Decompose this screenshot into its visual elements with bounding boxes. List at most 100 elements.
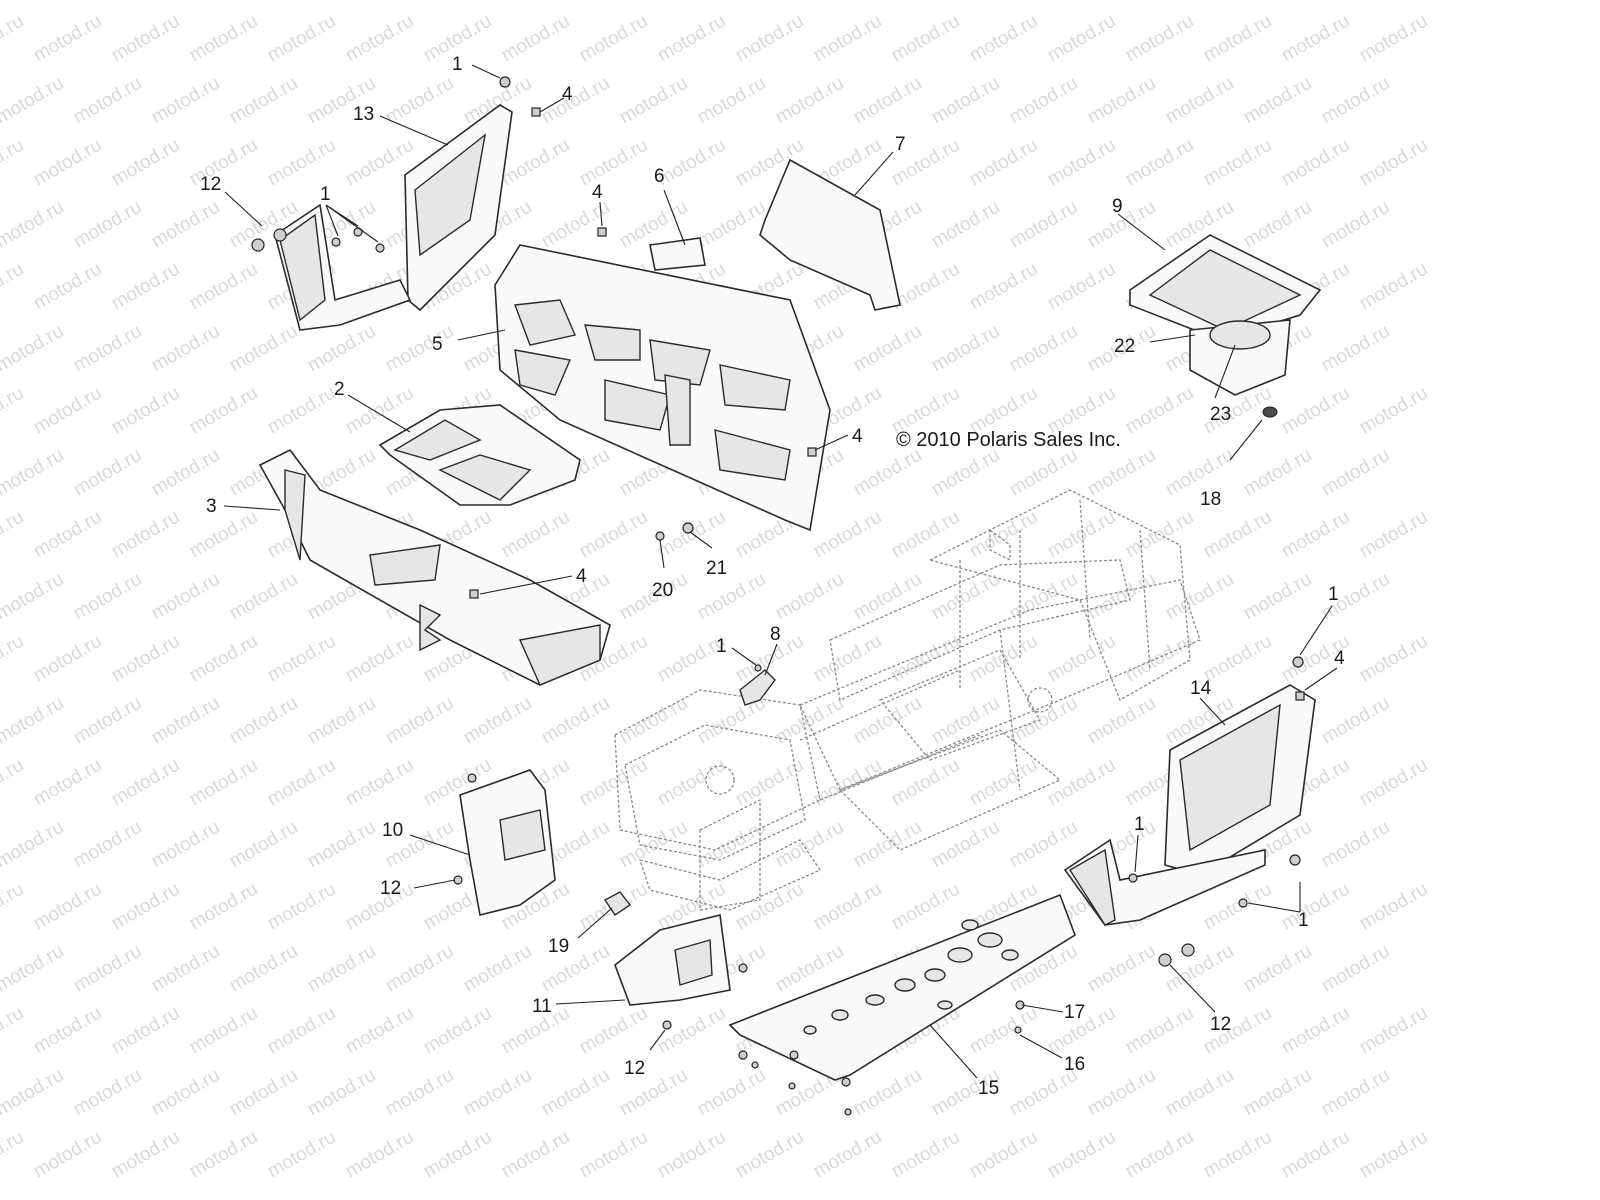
watermark-text: motod.ru: [0, 383, 27, 439]
watermark-text: motod.ru: [1318, 693, 1393, 749]
watermark-text: motod.ru: [888, 879, 963, 935]
watermark-text: motod.ru: [264, 755, 339, 811]
watermark-text: motod.ru: [264, 11, 339, 67]
part-11-lower-bracket: [614, 914, 731, 1006]
callout-19: 19: [548, 936, 569, 957]
watermark-text: motod.ru: [420, 1127, 495, 1183]
watermark-text: motod.ru: [616, 817, 691, 873]
callout-20: 20: [652, 580, 673, 601]
watermark-text: motod.ru: [0, 817, 67, 873]
watermark-text: motod.ru: [0, 631, 27, 687]
callout-1: 1: [1328, 584, 1339, 605]
part-3-main-floor: [258, 448, 611, 686]
watermark-text: motod.ru: [226, 569, 301, 625]
watermark-text: motod.ru: [1356, 507, 1431, 563]
watermark-text: motod.ru: [264, 135, 339, 191]
watermark-text: motod.ru: [0, 569, 67, 625]
watermark-text: motod.ru: [966, 259, 1041, 315]
watermark-text: motod.ru: [108, 1127, 183, 1183]
watermark-text: motod.ru: [226, 1065, 301, 1121]
part-10-lower-bracket: [459, 769, 556, 916]
part-15-skid-plate: [728, 893, 1076, 1081]
watermark-text: motod.ru: [70, 569, 145, 625]
watermark-text: motod.ru: [30, 879, 105, 935]
watermark-text: motod.ru: [70, 73, 145, 129]
callout-4: 4: [576, 566, 587, 587]
watermark-text: motod.ru: [0, 941, 67, 997]
watermark-text: motod.ru: [0, 1003, 27, 1059]
watermark-text: motod.ru: [226, 0, 301, 4]
watermark-text: motod.ru: [226, 817, 301, 873]
watermark-text: motod.ru: [0, 135, 27, 191]
watermark-text: motod.ru: [1044, 755, 1119, 811]
watermark-text: motod.ru: [1356, 879, 1431, 935]
watermark-text: motod.ru: [928, 693, 1003, 749]
watermark-text: motod.ru: [1356, 11, 1431, 67]
watermark-text: motod.ru: [264, 1003, 339, 1059]
callout-1: 1: [320, 184, 331, 205]
part-6-pad: [649, 237, 706, 271]
callout-3: 3: [206, 496, 217, 517]
callout-23: 23: [1210, 404, 1231, 425]
watermark-text: motod.ru: [30, 259, 105, 315]
callout-labels: 1 4 13 12 1 6 4 7 9 22 23 5 2 4 18 3 4 2…: [200, 54, 1345, 1099]
watermark-text: motod.ru: [1356, 1127, 1431, 1183]
watermark-text: motod.ru: [70, 941, 145, 997]
watermark-text: motod.ru: [928, 197, 1003, 253]
watermark-text: motod.ru: [498, 507, 573, 563]
watermark-text: motod.ru: [264, 879, 339, 935]
callout-1: 1: [452, 54, 463, 75]
watermark-text: motod.ru: [304, 1065, 379, 1121]
watermark-text: motod.ru: [342, 11, 417, 67]
callout-12: 12: [624, 1058, 645, 1079]
watermark-text: motod.ru: [186, 755, 261, 811]
watermark-text: motod.ru: [70, 817, 145, 873]
watermark-text: motod.ru: [850, 445, 925, 501]
callout-1: 1: [1298, 910, 1309, 931]
watermark-text: motod.ru: [576, 135, 651, 191]
part-9-storage-tray: [1129, 234, 1322, 396]
watermark-text: motod.ru: [186, 1127, 261, 1183]
watermark-text: motod.ru: [1084, 445, 1159, 501]
callout-4: 4: [852, 426, 863, 447]
watermark-text: motod.ru: [0, 879, 27, 935]
watermark-text: motod.ru: [30, 135, 105, 191]
watermark-text: motod.ru: [420, 1003, 495, 1059]
watermark-text: motod.ru: [576, 1127, 651, 1183]
watermark-text: motod.ru: [108, 507, 183, 563]
watermark-text: motod.ru: [576, 507, 651, 563]
watermark-text: motod.ru: [1084, 1065, 1159, 1121]
callout-17: 17: [1064, 1002, 1085, 1023]
watermark-text: motod.ru: [654, 135, 729, 191]
watermark-text: motod.ru: [1318, 445, 1393, 501]
watermark-text: motod.ru: [148, 321, 223, 377]
watermark-text: motod.ru: [928, 73, 1003, 129]
watermark-text: motod.ru: [888, 11, 963, 67]
watermark-text: motod.ru: [1318, 197, 1393, 253]
watermark-text: motod.ru: [850, 0, 925, 4]
copyright-notice: © 2010 Polaris Sales Inc.: [896, 429, 1121, 451]
watermark-text: motod.ru: [1240, 197, 1315, 253]
watermark-text: motod.ru: [342, 755, 417, 811]
watermark-text: motod.ru: [810, 631, 885, 687]
callout-15: 15: [978, 1078, 999, 1099]
watermark-text: motod.ru: [1200, 507, 1275, 563]
part-7-rear-panel: [759, 158, 901, 311]
callout-4: 4: [1334, 648, 1345, 669]
watermark-text: motod.ru: [694, 73, 769, 129]
watermark-text: motod.ru: [148, 197, 223, 253]
watermark-text: motod.ru: [576, 755, 651, 811]
watermark-text: motod.ru: [888, 507, 963, 563]
watermark-text: motod.ru: [1356, 631, 1431, 687]
watermark-text: motod.ru: [108, 11, 183, 67]
watermark-text: motod.ru: [694, 817, 769, 873]
watermark-text: motod.ru: [732, 879, 807, 935]
watermark-text: motod.ru: [226, 321, 301, 377]
watermark-text: motod.ru: [928, 0, 1003, 4]
watermark-text: motod.ru: [1278, 1003, 1353, 1059]
watermark-text: motod.ru: [1200, 1127, 1275, 1183]
watermark-text: motod.ru: [888, 1127, 963, 1183]
callout-1: 1: [716, 636, 727, 657]
watermark-text: motod.ru: [1278, 879, 1353, 935]
callout-12: 12: [380, 878, 401, 899]
